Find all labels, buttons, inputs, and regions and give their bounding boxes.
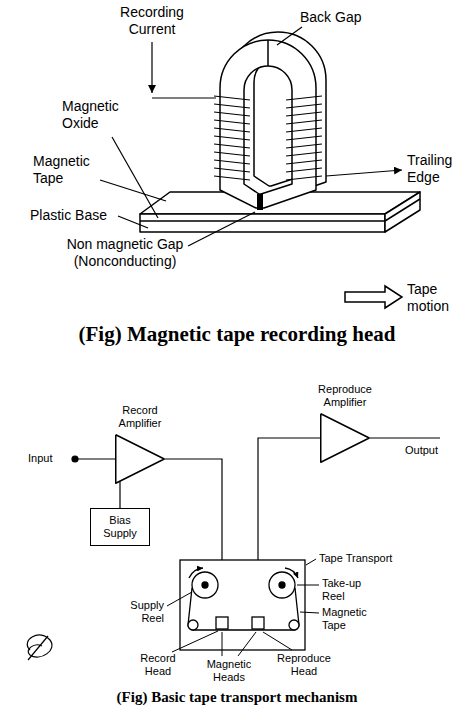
leader-line (112, 137, 158, 218)
coil-winding (214, 152, 250, 156)
leader-line (188, 212, 255, 246)
tape-front (140, 214, 385, 232)
coil-winding (214, 176, 250, 180)
recording-head (214, 32, 326, 210)
amplifier-outline (116, 435, 165, 484)
head-gap (257, 194, 263, 210)
leader-line (277, 27, 302, 45)
reel-hub (279, 582, 285, 588)
coil-winding (286, 104, 322, 108)
figure-caption: (Fig) Magnetic tape recording head (0, 322, 474, 347)
leader-line (172, 631, 218, 652)
trailing-edge-arrow (326, 170, 402, 176)
amplifier-triangle: Reproduce Amplifier (305, 379, 385, 463)
part-label: Magnetic Heads (196, 658, 262, 684)
coil-winding (286, 128, 322, 132)
guide-roller (188, 620, 198, 630)
leader-line (167, 592, 192, 606)
coil-winding (214, 136, 250, 140)
reel-hub (202, 582, 208, 588)
coil-winding (286, 168, 322, 172)
coil-winding (214, 144, 250, 148)
back-gap-seam (267, 40, 269, 66)
supply-reel (192, 572, 218, 598)
box-label: Bias Supply (98, 514, 142, 540)
coil-winding (214, 112, 250, 116)
figure-caption: (Fig) Basic tape transport mechanism (0, 688, 474, 706)
signal-name: Input (28, 452, 72, 465)
part-label: Back Gap (300, 9, 380, 26)
coil-windings (214, 96, 322, 180)
transport-box (180, 560, 305, 650)
node-heading: Record Amplifier (100, 400, 180, 430)
leader-lines (167, 559, 319, 656)
part-label: Take-up Reel (322, 577, 378, 603)
current-arrow (151, 42, 152, 93)
tape-transport (180, 560, 305, 650)
leader-line (297, 585, 319, 586)
coil-wire (152, 97, 216, 98)
rotation-arrow (285, 568, 298, 578)
signal-name: Output (405, 444, 465, 457)
reproduce-head (252, 617, 264, 629)
part-label: Plastic Base (30, 207, 140, 224)
core-front (220, 40, 316, 208)
part-label: Tape Transport (319, 552, 419, 565)
coil-winding (286, 160, 322, 164)
connector-line (119, 482, 120, 509)
part-label: Non magnetic Gap (Nonconducting) (40, 236, 210, 270)
oxide-layer-line (385, 199, 420, 221)
scribble (27, 635, 52, 660)
leader-line (300, 612, 319, 613)
coil-winding (286, 136, 322, 140)
amplifier-outline (321, 414, 370, 463)
guide-roller (289, 620, 299, 630)
part-label: Recording Current (110, 4, 194, 38)
leader-line (222, 632, 223, 656)
leader-line (100, 180, 166, 201)
coil-winding (286, 96, 322, 100)
part-label: Reproduce Head (268, 652, 340, 678)
leader-line (118, 216, 148, 228)
rotation-arrow (189, 568, 203, 578)
tape-side (385, 192, 420, 232)
coil-winding (286, 120, 322, 124)
coil-winding (214, 120, 250, 124)
part-label: Magnetic Tape (33, 153, 101, 187)
coil-winding (286, 144, 322, 148)
coil-winding (214, 104, 250, 108)
leader-line (238, 632, 256, 656)
part-label: Magnetic Oxide (62, 98, 134, 132)
leader-line (263, 632, 292, 650)
part-label: Supply Reel (112, 599, 164, 625)
part-label: Record Head (130, 652, 186, 678)
amplifier-symbol (115, 434, 165, 484)
coil-winding (214, 160, 250, 164)
coil-winding (286, 112, 322, 116)
part-label: Magnetic Tape (322, 606, 382, 632)
coil-winding (286, 152, 322, 156)
amplifier-triangle: Record Amplifier (100, 400, 180, 484)
part-label: Tape motion (407, 281, 471, 315)
coil-winding (214, 96, 250, 100)
input-wire (75, 458, 115, 459)
amplifier-label: Record Amplifier (108, 404, 172, 430)
process-box: Bias Supply (90, 508, 150, 546)
coil-winding (214, 128, 250, 132)
amplifier-symbol (320, 413, 370, 463)
coil-winding (214, 168, 250, 172)
tape-path (188, 588, 299, 630)
part-label: Trailing Edge (407, 152, 471, 186)
output-wire (370, 437, 440, 438)
leader-lines (100, 27, 402, 246)
leader-line (306, 559, 316, 565)
record-head (216, 617, 228, 629)
coil-winding (286, 176, 322, 180)
node-heading: Reproduce Amplifier (305, 379, 385, 409)
amplifier-label: Reproduce Amplifier (313, 383, 377, 409)
oxide-layer-line (140, 220, 385, 222)
tape-motion-arrow (345, 286, 402, 308)
take-up-reel (269, 572, 295, 598)
